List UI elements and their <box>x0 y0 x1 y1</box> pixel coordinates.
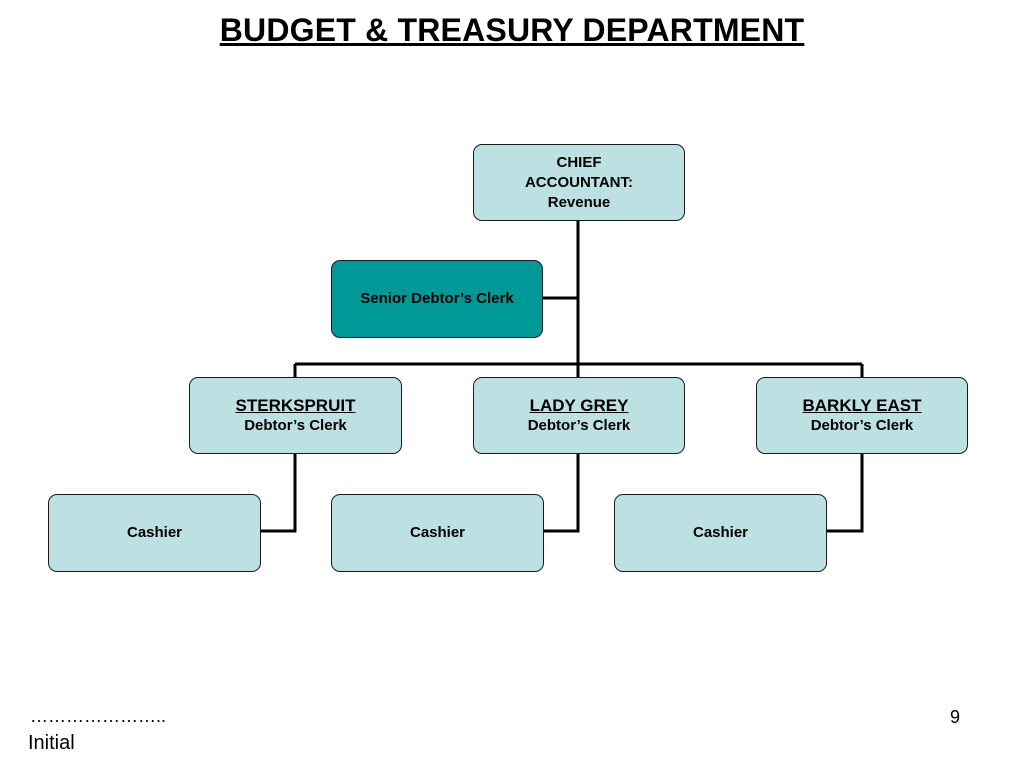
branch-name-sterkspruit: STERKSPRUIT <box>235 395 356 415</box>
page-number: 9 <box>950 707 961 727</box>
cashier-box-barkly-east: Cashier <box>614 494 827 572</box>
branch-box-sterkspruit: STERKSPRUIT Debtor’s Clerk <box>189 377 402 454</box>
senior-debtors-clerk-box: Senior Debtor’s Clerk <box>331 260 543 338</box>
initial-label: Initial <box>28 732 75 754</box>
chief-line-2: ACCOUNTANT: <box>524 173 634 191</box>
page-title: BUDGET & TREASURY DEPARTMENT <box>219 12 805 48</box>
branch-role-lady-grey: Debtor’s Clerk <box>527 416 631 434</box>
branch-role-barkly-east: Debtor’s Clerk <box>810 416 914 434</box>
cashier-connector-sterkspruit <box>260 454 297 533</box>
senior-clerk-label: Senior Debtor’s Clerk <box>360 290 514 307</box>
cashier-box-sterkspruit: Cashier <box>48 494 261 572</box>
branch-box-lady-grey: LADY GREY Debtor’s Clerk <box>473 377 685 454</box>
branch-name-lady-grey: LADY GREY <box>529 395 629 415</box>
chief-line-1: CHIEF <box>556 153 602 171</box>
cashier-label-lady-grey: Cashier <box>409 524 466 541</box>
cashier-box-lady-grey: Cashier <box>331 494 544 572</box>
cashier-connector-lady-grey <box>543 454 580 533</box>
cashier-connector-barkly-east <box>826 454 864 533</box>
cashier-label-sterkspruit: Cashier <box>126 524 183 541</box>
branch-role-sterkspruit: Debtor’s Clerk <box>244 416 347 434</box>
cashier-label-barkly-east: Cashier <box>692 524 749 541</box>
chief-line-3: Revenue <box>547 193 611 211</box>
chief-accountant-box: CHIEF ACCOUNTANT: Revenue <box>473 144 685 221</box>
signature-dots: ………………….. <box>30 706 167 726</box>
branch-box-barkly-east: BARKLY EAST Debtor’s Clerk <box>756 377 968 454</box>
branch-name-barkly-east: BARKLY EAST <box>802 395 922 415</box>
